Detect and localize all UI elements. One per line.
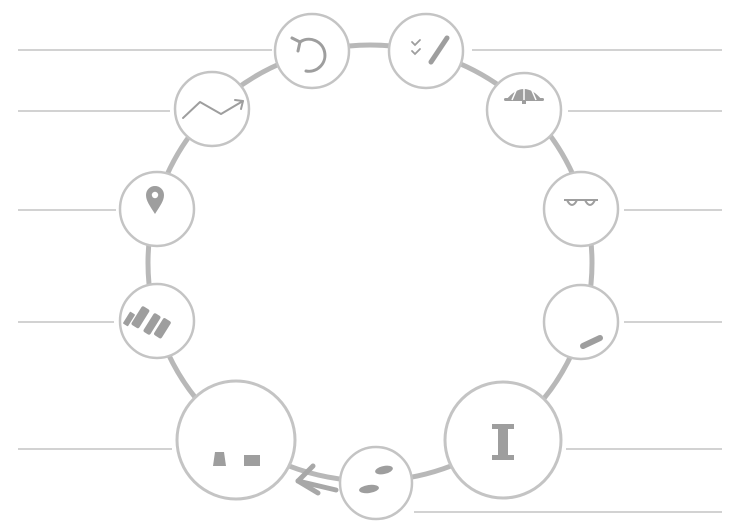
leader-lines (18, 49, 722, 513)
card-icon (580, 335, 603, 349)
trend-arrow-icon (182, 99, 244, 119)
glasses-icon (564, 199, 598, 206)
location-pin-icon (146, 186, 164, 214)
node-umbrella (485, 71, 563, 149)
refresh-icon (290, 36, 327, 73)
flow-arrow (295, 463, 339, 496)
node-tools (118, 282, 196, 360)
checklist-pencil-icon (411, 35, 450, 65)
ellipses-icon (359, 465, 393, 494)
pillar-icon (492, 424, 514, 460)
node-location (118, 170, 196, 248)
node-buildings (175, 379, 297, 501)
tools-icon (123, 306, 171, 339)
node-restart (273, 12, 351, 90)
node-feedback (338, 445, 414, 521)
umbrella-icon (504, 84, 544, 104)
node-trend (173, 70, 251, 148)
buildings-icon (213, 452, 260, 466)
node-glasses (542, 170, 620, 248)
node-card (542, 283, 620, 361)
node-pillar (443, 380, 563, 500)
node-checklist (387, 12, 465, 90)
